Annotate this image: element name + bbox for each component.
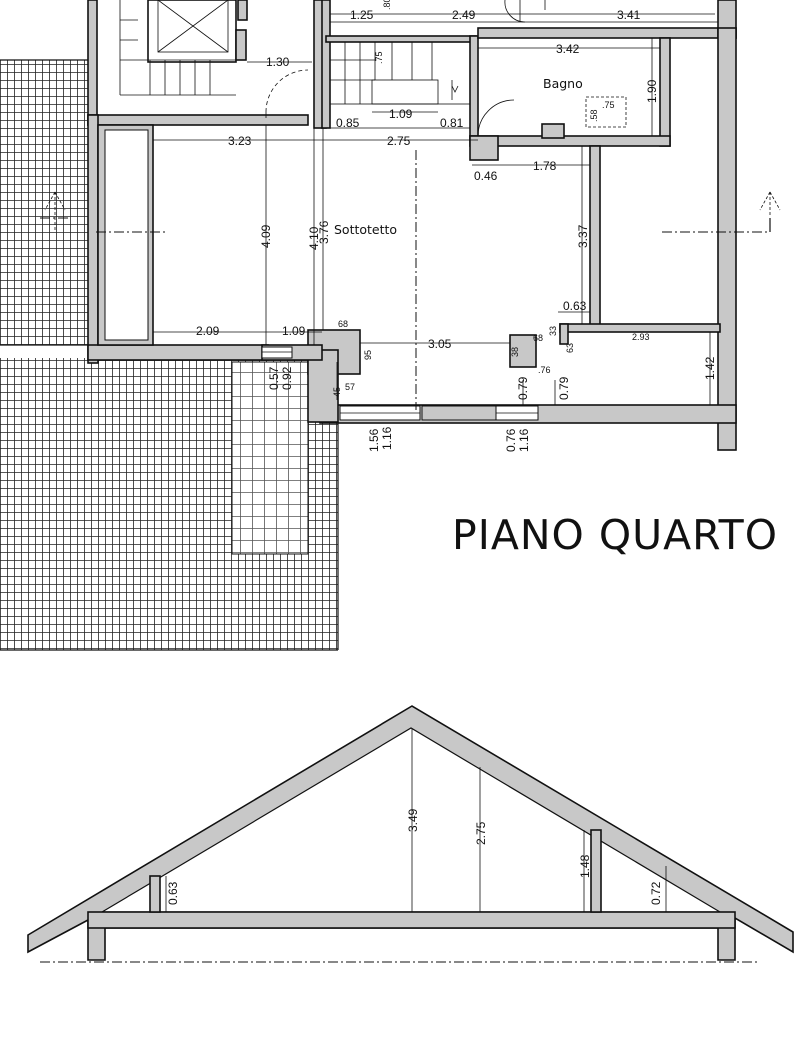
dim-attic-center: 2.75: [387, 134, 411, 148]
dim-small-33: 33: [548, 326, 558, 336]
dim-bottom-mid: 1.09: [282, 324, 306, 338]
sec-mid-height: 2.75: [474, 821, 488, 845]
dim-top-small: .80: [382, 0, 392, 10]
dim-right-room-height: 1.42: [703, 356, 717, 380]
top-fragment: [329, 0, 718, 23]
inner-stair: [329, 41, 471, 105]
dim-shower-b: .75: [602, 100, 615, 110]
dim-bottom-left: 2.09: [196, 324, 220, 338]
dim-window-a: 0.57: [267, 366, 281, 390]
dim-small-76: .76: [538, 365, 551, 375]
dim-window-c: 1.56: [367, 428, 381, 452]
dim-right-room-width: 2.93: [632, 332, 650, 342]
dim-small-57: 57: [345, 382, 355, 392]
sec-right-inner: 1.48: [578, 854, 592, 878]
dim-window-e: 0.79: [516, 376, 530, 400]
roof-tiles-left: [0, 59, 88, 346]
section-dimension-labels: 3.49 2.75 1.48 0.63 0.72: [166, 808, 663, 905]
sec-left-eave: 0.63: [166, 881, 180, 905]
dim-right-width: 1.78: [533, 159, 557, 173]
dim-top-b: 2.49: [452, 8, 476, 22]
dimension-labels: 1.25 2.49 3.41 .80 1.30 .75 3.42 1.90 1.…: [196, 0, 717, 452]
dim-small-95: 95: [363, 350, 373, 360]
dim-window-b: 0.92: [280, 366, 294, 390]
dim-shower-a: .58: [589, 109, 599, 122]
page-title: PIANO QUARTO: [452, 511, 778, 559]
dim-bath-depth: 1.90: [645, 79, 659, 103]
dim-stair-width: 1.09: [389, 107, 413, 121]
dim-right-height: 3.37: [576, 224, 590, 248]
dim-small-45: 45: [332, 387, 342, 397]
dim-window-g: 0.76: [504, 428, 518, 452]
section-dimension-lines: [165, 728, 667, 912]
roof-section: [27, 705, 794, 963]
dim-right-offset: 0.46: [474, 169, 498, 183]
dim-right-small: 0.63: [563, 299, 587, 313]
dim-top-a: 1.25: [350, 8, 374, 22]
roof-tiles-bottom: [0, 358, 339, 651]
dim-small-63: 63: [565, 343, 575, 353]
dim-attic-left: 3.23: [228, 134, 252, 148]
shower-tray: [585, 96, 627, 128]
dim-bath-width: 3.42: [556, 42, 580, 56]
dim-attic-height-b: 4.10: [307, 226, 321, 250]
sec-right-eave: 0.72: [649, 881, 663, 905]
dim-top-c: 3.41: [617, 8, 641, 22]
axis-lines: [40, 150, 781, 410]
windows: [261, 346, 539, 421]
dim-small-68b: 68: [533, 333, 543, 343]
room-label-attic: Sottotetto: [334, 222, 397, 237]
dim-small-38: 38: [510, 347, 520, 357]
room-label-bathroom: Bagno: [543, 76, 583, 91]
dim-stair-small: .75: [374, 51, 384, 64]
dim-attic-height-a: 4.09: [259, 224, 273, 248]
dim-landing: 1.30: [266, 55, 290, 69]
sec-ridge-height: 3.49: [406, 808, 420, 832]
dim-small-68a: 68: [338, 319, 348, 329]
dim-stair-left: 0.85: [336, 116, 360, 130]
dim-bottom-center: 3.05: [428, 337, 452, 351]
dim-window-d: 1.16: [380, 426, 394, 450]
dim-attic-height-c: 3.76: [317, 220, 331, 244]
dim-window-f: 0.79: [557, 376, 571, 400]
dimension-lines: [153, 13, 715, 405]
dim-stair-right: 0.81: [440, 116, 464, 130]
dim-window-h: 1.16: [517, 428, 531, 452]
